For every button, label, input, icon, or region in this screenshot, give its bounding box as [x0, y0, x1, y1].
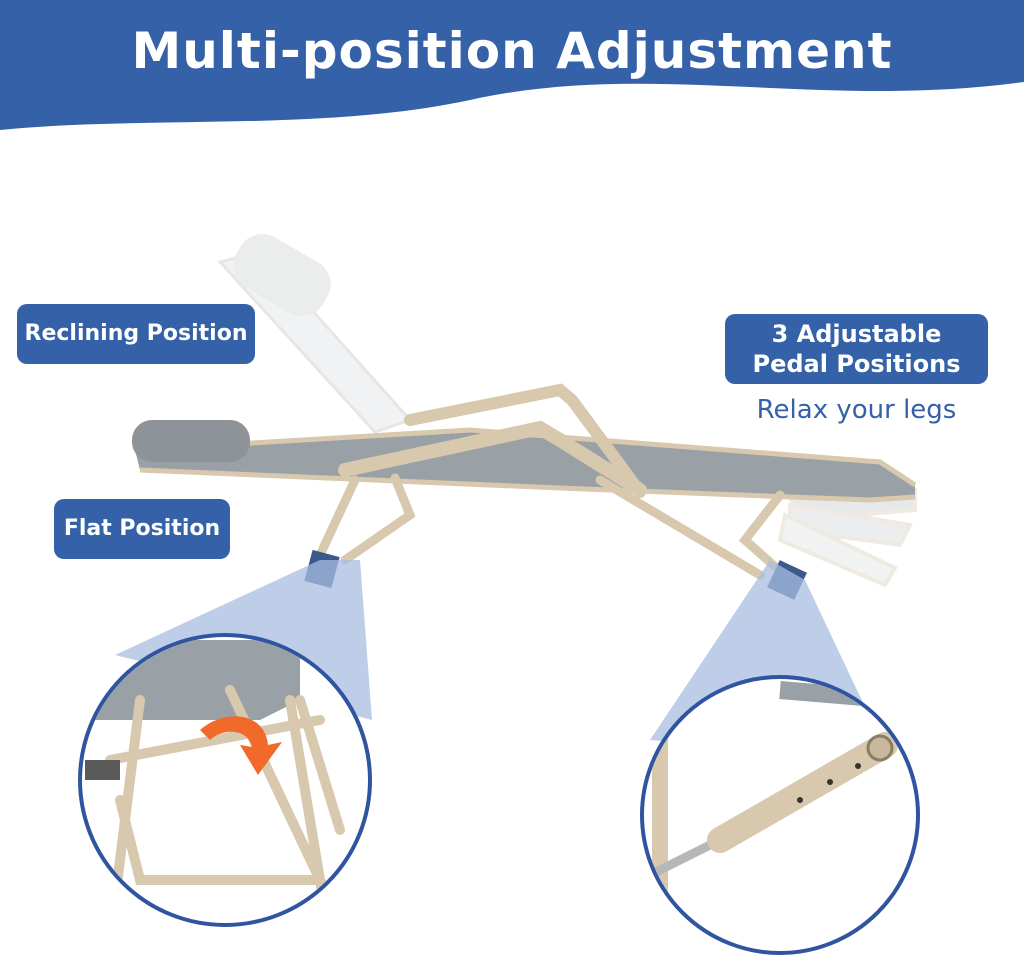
pedal-label-line2: Pedal Positions	[752, 350, 961, 378]
legrest-ghosts	[777, 487, 917, 588]
armrest-back	[404, 383, 646, 498]
pedal-label-line1: 3 Adjustable	[771, 320, 942, 348]
armrest-front	[338, 420, 647, 497]
detail-circle-right	[640, 675, 920, 955]
flat-position-label: Flat Position	[54, 499, 230, 559]
frame-legs	[315, 473, 795, 585]
reclining-position-label: Reclining Position	[17, 304, 255, 364]
page-title: Multi-position Adjustment	[131, 22, 893, 80]
pedal-positions-label: 3 Adjustable Pedal Positions	[725, 314, 988, 384]
headrest-pillow	[132, 420, 250, 462]
rotate-arrow-icon	[200, 716, 282, 775]
header-banner	[0, 0, 1024, 130]
bed-fabric	[135, 430, 915, 500]
detail-circle-left	[78, 633, 372, 927]
relax-legs-caption: Relax your legs	[756, 395, 957, 425]
